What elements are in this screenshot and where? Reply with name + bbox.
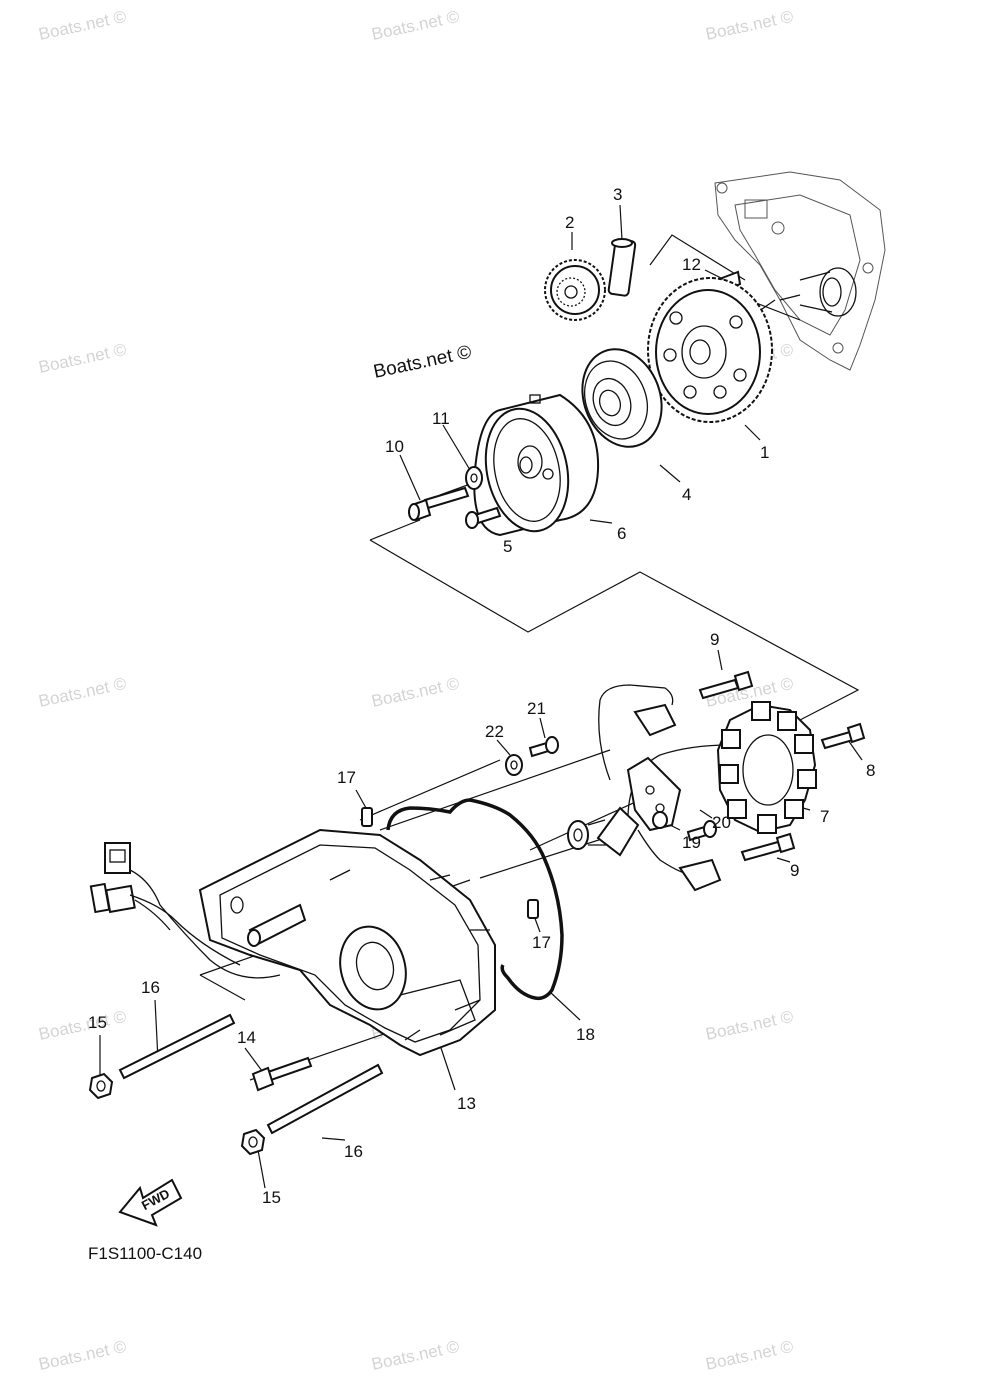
pickup-harness <box>567 684 731 892</box>
callout-11: 11 <box>432 409 450 428</box>
callout-8: 8 <box>866 761 875 780</box>
bolt-part-21 <box>528 736 559 758</box>
bolt-part-9 <box>698 670 754 700</box>
pickup-coil-part-19 <box>626 756 682 832</box>
dowel-pin-part-3 <box>607 238 637 297</box>
watermark: Boats.net © <box>37 1337 129 1374</box>
bolt-part-14 <box>251 1056 313 1092</box>
stud-part-16 <box>118 1013 236 1080</box>
callout-7: 7 <box>820 807 829 826</box>
diagram-code: F1S1100-C140 <box>88 1244 202 1263</box>
callout-21: 21 <box>527 699 546 718</box>
bolt-part-9 <box>740 832 796 862</box>
bolt-part-10 <box>408 486 470 522</box>
rotor-part-6 <box>473 393 600 537</box>
gasket-part-18 <box>386 798 564 1001</box>
screw-part-5 <box>465 506 502 529</box>
washer-part-11 <box>465 466 483 490</box>
callout-13: 13 <box>457 1094 476 1113</box>
callout-12: 12 <box>682 255 701 274</box>
callout-3: 3 <box>613 185 622 204</box>
watermark: Boats.net © <box>37 340 129 377</box>
callout-10: 10 <box>385 437 404 456</box>
watermark: Boats.net © <box>370 1337 462 1374</box>
callout-9b: 9 <box>790 861 799 880</box>
watermark-layer: Boats.net © Boats.net © Boats.net © Boat… <box>37 7 796 1374</box>
nut-part-15 <box>88 1072 114 1100</box>
dowel-pin-part-17 <box>361 807 539 919</box>
crankcase-section <box>714 171 886 371</box>
callout-5: 5 <box>503 537 512 556</box>
callout-15b: 15 <box>262 1188 281 1207</box>
watermark: Boats.net © <box>370 7 462 44</box>
starter-gear-part-1 <box>647 277 773 423</box>
bolt-part-8 <box>820 722 866 750</box>
callout-20: 20 <box>712 813 731 832</box>
callout-17b: 17 <box>532 933 551 952</box>
starter-clutch-part-4 <box>581 348 663 448</box>
callout-16b: 16 <box>344 1142 363 1161</box>
nut-part-15 <box>240 1128 266 1156</box>
callout-18: 18 <box>576 1025 595 1044</box>
watermark: Boats.net © <box>704 1337 796 1374</box>
callout-6: 6 <box>617 524 626 543</box>
brand-mark: Boats.net © <box>372 342 474 383</box>
stator-part-7 <box>716 701 817 834</box>
callout-2: 2 <box>565 213 574 232</box>
callout-14: 14 <box>237 1028 256 1047</box>
callout-15a: 15 <box>88 1013 107 1032</box>
callout-4: 4 <box>682 485 691 504</box>
watermark: Boats.net © <box>37 1007 129 1044</box>
callout-17a: 17 <box>337 768 356 787</box>
wire-harness <box>89 842 281 979</box>
stud-part-16 <box>266 1063 384 1135</box>
callout-9a: 9 <box>710 630 719 649</box>
callout-19: 19 <box>682 833 701 852</box>
watermark: Boats.net © <box>37 674 129 711</box>
callout-1: 1 <box>760 443 769 462</box>
fwd-arrow-icon: FWD <box>118 1178 183 1227</box>
watermark: Boats.net © <box>370 674 462 711</box>
screw-part-20 <box>686 820 717 842</box>
watermark: Boats.net © <box>704 7 796 44</box>
generator-cover-part-13 <box>198 828 496 1057</box>
callout-labels: 1 2 3 4 5 6 7 8 9 9 10 11 12 13 14 15 15… <box>88 185 875 1207</box>
washer-part-22 <box>505 754 523 776</box>
idler-gear-part-2 <box>544 259 606 321</box>
watermark: Boats.net © <box>37 7 129 44</box>
watermark: Boats.net © <box>704 1007 796 1044</box>
callout-16a: 16 <box>141 978 160 997</box>
callout-22: 22 <box>485 722 504 741</box>
